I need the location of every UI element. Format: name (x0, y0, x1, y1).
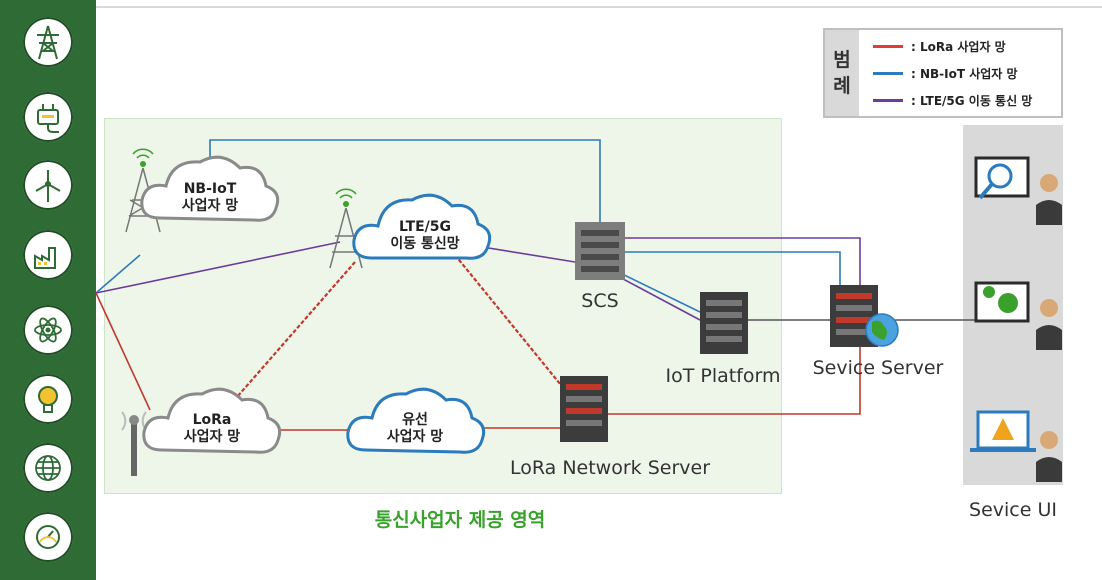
lte-link-device (95, 241, 341, 294)
wired-cloud (346, 387, 486, 454)
legend-item-lte: : LTE/5G 이동 통신 망 (873, 90, 1032, 110)
service-server-icon (830, 285, 899, 347)
iot-platform-label: IoT Platform (665, 365, 781, 387)
nbiot-link-scs (209, 139, 601, 228)
lora-dashed-link-1 (229, 261, 356, 406)
lte-tower-icon (329, 188, 363, 269)
iot-platform-server-icon (700, 292, 748, 354)
monitoring-user-icon (974, 156, 1062, 225)
legend-item-nbiot: : NB-IoT 사업자 망 (873, 63, 1018, 83)
lora-dashed-link-2 (454, 254, 566, 391)
nbiot-cloud (140, 155, 280, 222)
lora-network-server-icon (560, 376, 608, 442)
top-divider (96, 6, 1102, 8)
lora-antenna-icon (121, 411, 147, 476)
lora-link-device (95, 292, 151, 411)
nbiot-link-device (95, 254, 141, 294)
wind-turbine-icon (23, 160, 73, 210)
lte-cloud (352, 193, 492, 260)
lora-cloud (142, 387, 282, 454)
service-server-label: Sevice Server (812, 357, 944, 379)
factory-icon (23, 230, 73, 280)
transmission-tower-icon (23, 17, 73, 67)
zone-label: 통신사업자 제공 영역 (374, 509, 546, 531)
scs-server-icon (575, 222, 625, 280)
alert-user-icon (970, 410, 1062, 482)
settings-user-icon (974, 281, 1062, 350)
nbiot-link-service (625, 251, 841, 290)
legend: 범 례 : LoRa 사업자 망 : NB-IoT 사업자 망 : LTE/5G… (823, 28, 1063, 118)
lora-link-service (605, 340, 861, 415)
lightbulb-icon (23, 374, 73, 424)
legend-swatch-lte (873, 98, 903, 102)
globe-icon (23, 443, 73, 493)
plug-icon (23, 92, 73, 142)
legend-item-lora: : LoRa 사업자 망 (873, 36, 1006, 56)
legend-title: 범 례 (825, 30, 859, 116)
legend-swatch-lora (873, 44, 903, 48)
lora-network-server-label: LoRa Network Server (509, 457, 711, 479)
lte-link-service (625, 237, 861, 290)
gauge-icon (23, 512, 73, 562)
scs-label: SCS (581, 290, 619, 312)
service-ui-label: Sevice UI (969, 499, 1057, 521)
atom-icon (23, 305, 73, 355)
device-sidebar (0, 0, 96, 580)
legend-swatch-nbiot (873, 71, 903, 75)
